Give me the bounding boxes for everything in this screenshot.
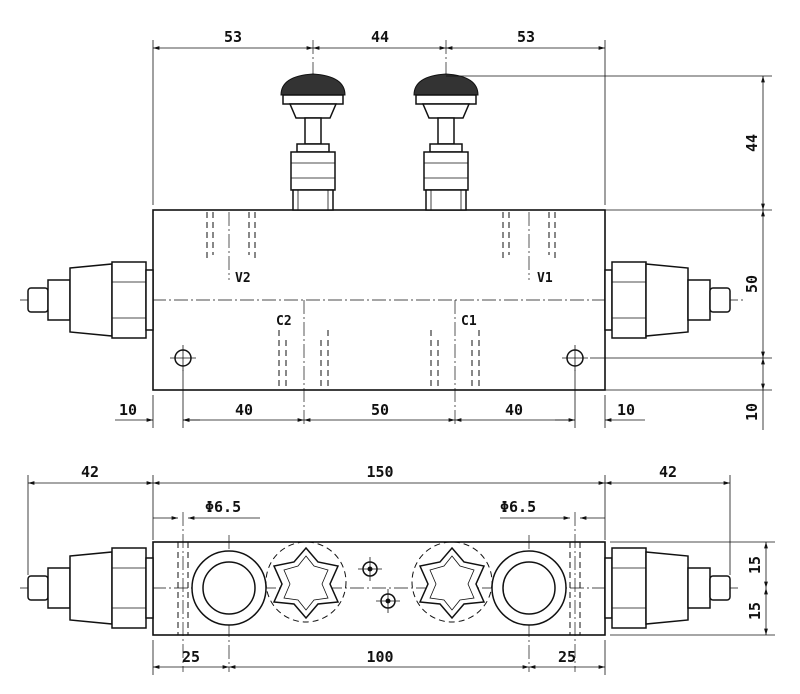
plan-right-dimension-chain bbox=[610, 541, 775, 636]
small-port-lower bbox=[376, 589, 400, 613]
dim-plan-total: 150 bbox=[366, 463, 393, 481]
hole-label-right: Φ6.5 bbox=[500, 498, 536, 516]
dim-plan-left: 42 bbox=[81, 463, 99, 481]
hidden-port-v2 bbox=[206, 212, 256, 280]
dim-plan-bottom-3: 25 bbox=[558, 648, 576, 666]
mounting-hole-left bbox=[170, 345, 196, 371]
dim-right-mid: 50 bbox=[743, 275, 761, 293]
top-view: V2 V1 C2 C1 53 44 53 44 50 10 bbox=[20, 28, 772, 430]
mounting-hole-right bbox=[562, 345, 588, 371]
dim-plan-right: 42 bbox=[659, 463, 677, 481]
dim-bottom-2: 40 bbox=[235, 401, 253, 419]
cartridge-right bbox=[604, 261, 731, 339]
label-v1: V1 bbox=[537, 271, 553, 286]
hole-label-left: Φ6.5 bbox=[205, 498, 241, 516]
hidden-port-c2 bbox=[278, 330, 329, 388]
dim-right-top: 44 bbox=[743, 134, 761, 152]
port-left bbox=[191, 550, 267, 626]
plan-hole-right-hidden bbox=[569, 512, 581, 672]
dim-bottom-5: 10 bbox=[617, 401, 635, 419]
dim-plan-bottom-1: 25 bbox=[182, 648, 200, 666]
cartridge-left bbox=[27, 261, 154, 339]
dim-top-3: 53 bbox=[517, 28, 535, 46]
right-dimension-chain bbox=[446, 75, 772, 430]
adjustment-knob-left bbox=[280, 73, 346, 211]
small-port-upper bbox=[358, 557, 382, 581]
label-v2: V2 bbox=[235, 271, 251, 286]
dim-bottom-3: 50 bbox=[371, 401, 389, 419]
label-c2: C2 bbox=[276, 314, 292, 329]
plan-hole-left-hidden bbox=[177, 512, 189, 672]
plan-cartridge-left bbox=[27, 547, 154, 629]
port-right bbox=[491, 550, 567, 626]
plan-bottom-dimension-chain bbox=[152, 640, 606, 675]
dim-right-bot: 10 bbox=[743, 403, 761, 421]
star-knob-right bbox=[411, 541, 493, 623]
dim-plan-right-top: 15 bbox=[746, 556, 764, 574]
dim-bottom-1: 10 bbox=[119, 401, 137, 419]
bottom-dimension-chain-top-view bbox=[115, 370, 645, 428]
dim-plan-right-bot: 15 bbox=[746, 602, 764, 620]
plan-overall-dimension-chain bbox=[27, 475, 731, 575]
dim-top-2: 44 bbox=[371, 28, 389, 46]
dim-bottom-4: 40 bbox=[505, 401, 523, 419]
hidden-port-v1 bbox=[502, 212, 556, 280]
hidden-port-c1 bbox=[430, 330, 480, 388]
label-c1: C1 bbox=[461, 314, 477, 329]
plan-cartridge-right bbox=[604, 547, 731, 629]
adjustment-knob-right bbox=[413, 73, 479, 211]
star-knob-left bbox=[265, 541, 347, 623]
top-dimension-chain bbox=[152, 40, 606, 205]
dim-top-1: 53 bbox=[224, 28, 242, 46]
bottom-view: 42 150 42 Φ6.5 Φ6.5 25 100 25 bbox=[20, 463, 775, 675]
dim-plan-bottom-2: 100 bbox=[366, 648, 393, 666]
